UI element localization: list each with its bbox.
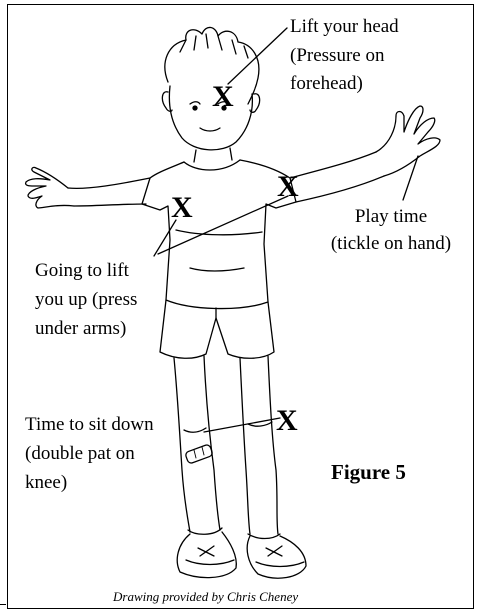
right-shoe [247,536,306,578]
face-outline [169,86,252,150]
label-hand: Play time (tickle on hand) [311,205,471,255]
left-shoe [177,532,236,578]
left-arm [68,178,150,206]
mouth [200,128,220,131]
drawing-credit: Drawing provided by Chris Cheney [113,589,298,605]
left-leg [174,356,220,532]
right-leg [240,356,278,534]
figure-caption: Figure 5 [331,460,406,485]
right-hand [376,106,440,176]
label-arms: Going to lift you up (press under arms) [35,259,137,340]
bandage [185,444,214,464]
left-hand [26,167,74,208]
x-marker-left-underarm: X [171,193,193,223]
x-marker-forehead: X [212,82,234,112]
collar [184,160,240,170]
label-head: Lift your head (Pressure on forehead) [290,15,399,95]
label-knee: Time to sit down (double pat on knee) [25,413,154,494]
leader-knee [204,418,280,432]
right-arm [290,152,384,202]
left-sock [188,528,222,534]
right-sock [248,534,280,539]
x-marker-knee: X [276,406,298,436]
x-marker-right-underarm: X [277,172,299,202]
